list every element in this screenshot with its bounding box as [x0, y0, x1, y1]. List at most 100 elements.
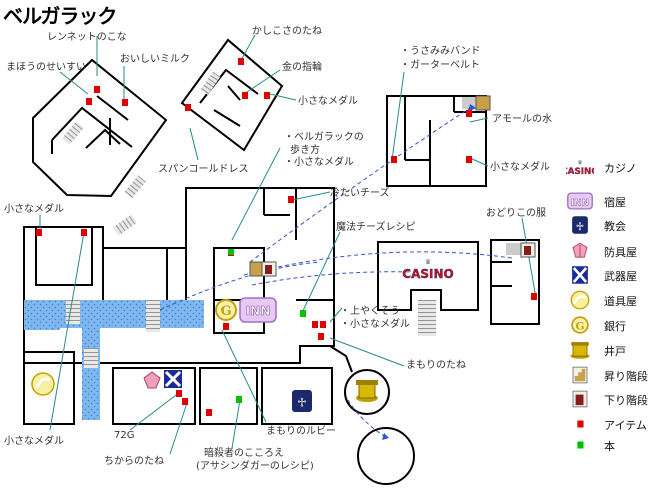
legend-bank: G 銀行: [566, 314, 662, 336]
stairs-up-icon: [572, 366, 588, 384]
label-walk2: 歩き方: [290, 145, 320, 156]
inn-icon: INN: [567, 192, 593, 210]
stairs-n: [200, 71, 221, 95]
northwest-mansion: [32, 58, 168, 198]
item-shop-building: [23, 351, 75, 425]
legend-label: 教会: [604, 220, 626, 233]
stairs-down-icon: [572, 390, 588, 408]
well-map: [356, 380, 378, 402]
legend-label: 防具屋: [604, 246, 637, 259]
stairs-up-map: [249, 95, 491, 277]
legend-church: ♱ 教会: [566, 214, 662, 236]
svg-text:♱: ♱: [576, 219, 585, 233]
legend-label: 井戸: [604, 345, 626, 358]
legend-inn-sign: INN: [571, 198, 589, 208]
armor-shop-icon: [572, 242, 588, 258]
label-walk3: ・小さなメダル: [284, 157, 354, 168]
legend-well: 井戸: [566, 339, 662, 361]
legend-book-marker: 本: [566, 434, 662, 456]
label-spancall: スパンコールドレス: [158, 164, 249, 175]
label-jouyaku1: ・上やくそう: [340, 306, 400, 317]
church-map: ♱: [292, 390, 312, 412]
inn-sign-map: INN: [239, 297, 277, 323]
legend-label: アイテム: [604, 419, 647, 432]
casino-icon: ♛ CASINO: [566, 159, 594, 177]
svg-text:♛: ♛: [425, 258, 431, 266]
label-medal-left: 小さなメダル: [4, 204, 64, 215]
weapon-shop-icon: [572, 266, 588, 284]
bank-icon: G: [571, 316, 589, 334]
legend-stairs-down: 下り階段: [566, 388, 662, 410]
shop-building: [112, 367, 196, 425]
legend-label: 宿屋: [604, 196, 626, 209]
bridge-2: [84, 348, 98, 368]
legend-casino: ♛ CASINO カジノ: [566, 156, 662, 178]
label-rennet: レンネットのこな: [47, 32, 127, 43]
legend-casino-sign: CASINO: [566, 167, 594, 177]
label-odoriko: おどりこの服: [486, 208, 546, 219]
well-area: [329, 345, 415, 485]
west-house-room: [35, 226, 93, 286]
label-mahou: まほうのせいすい: [6, 62, 86, 73]
item-shop-icon: [570, 290, 590, 310]
stairs-nw-2: [124, 175, 146, 199]
legend-label: 銀行: [604, 320, 626, 333]
church-building: [261, 367, 333, 425]
legend-label: 下り階段: [604, 394, 648, 407]
label-mamori-tane: まもりのたね: [406, 360, 466, 371]
label-walk1: ・ベルガラックの: [284, 132, 364, 143]
casino-sign-map: ♛ CASINO: [402, 258, 454, 281]
legend-stairs-up: 昇り階段: [566, 364, 662, 386]
legend-inn: INN 宿屋: [566, 190, 662, 212]
label-72g: 72G: [114, 430, 135, 441]
label-jouyaku2: ・小さなメダル: [340, 319, 410, 330]
legend-armor: 防具屋: [566, 240, 662, 262]
label-kin: 金の指輪: [282, 62, 322, 73]
well-icon: [570, 342, 590, 359]
label-medal-bottom: 小さなメダル: [4, 436, 64, 447]
stairs-down-map: [261, 242, 536, 277]
item-shop-map: [31, 372, 55, 396]
label-magic-cheese: 魔法チーズレシピ: [336, 222, 416, 233]
label-leaders: [39, 34, 537, 455]
legend-label: 昇り階段: [604, 370, 648, 383]
legend-item-marker: アイテム: [566, 413, 662, 435]
stairs-nw-3: [113, 214, 137, 236]
label-usamimi: ・うさみみバンド: [400, 46, 481, 57]
svg-text:G: G: [576, 320, 585, 332]
svg-text:INN: INN: [246, 304, 271, 318]
legend-label: 本: [604, 440, 615, 453]
inn-building: [213, 247, 265, 334]
casino-building: [377, 239, 540, 325]
book-marker-icon: [577, 441, 584, 449]
legend-item-shop: 道具屋: [566, 289, 662, 311]
svg-text:CASINO: CASINO: [402, 267, 453, 281]
bridge-1: [66, 300, 80, 324]
legend-label: カジノ: [604, 162, 637, 175]
casino-stairs: [418, 300, 436, 336]
label-amor: アモールの水: [492, 114, 552, 125]
label-medal-top: 小さなメダル: [298, 96, 358, 107]
svg-text:♛: ♛: [577, 159, 582, 166]
weapon-shop-map: [164, 370, 182, 388]
church-icon: ♱: [572, 216, 588, 234]
legend-label: 武器屋: [604, 270, 637, 283]
label-chikara: ちからのたね: [104, 456, 164, 467]
legend-weapon: 武器屋: [566, 264, 662, 286]
item-marker-icon: [577, 420, 584, 428]
legend-label: 道具屋: [604, 295, 637, 308]
svg-text:♱: ♱: [297, 396, 307, 411]
label-ansatsu2: (アサシンダガーのレシピ): [196, 461, 314, 472]
bank-sign-map: G: [215, 299, 237, 321]
map-title: ベルガラック: [3, 4, 117, 28]
label-mamori-ruby: まもりのルビー: [266, 426, 336, 437]
book-markers: [228, 249, 306, 403]
armor-shop-map: [143, 371, 161, 389]
stairs-nw: [62, 121, 84, 145]
label-kashikosa: かしこさのたね: [252, 26, 322, 37]
library-building: [199, 367, 258, 425]
label-oishii: おいしいミルク: [120, 54, 190, 65]
label-cold-cheese: 冷たいチーズ: [330, 188, 390, 199]
label-ansatsu1: 暗殺者のこころえ: [204, 448, 284, 459]
